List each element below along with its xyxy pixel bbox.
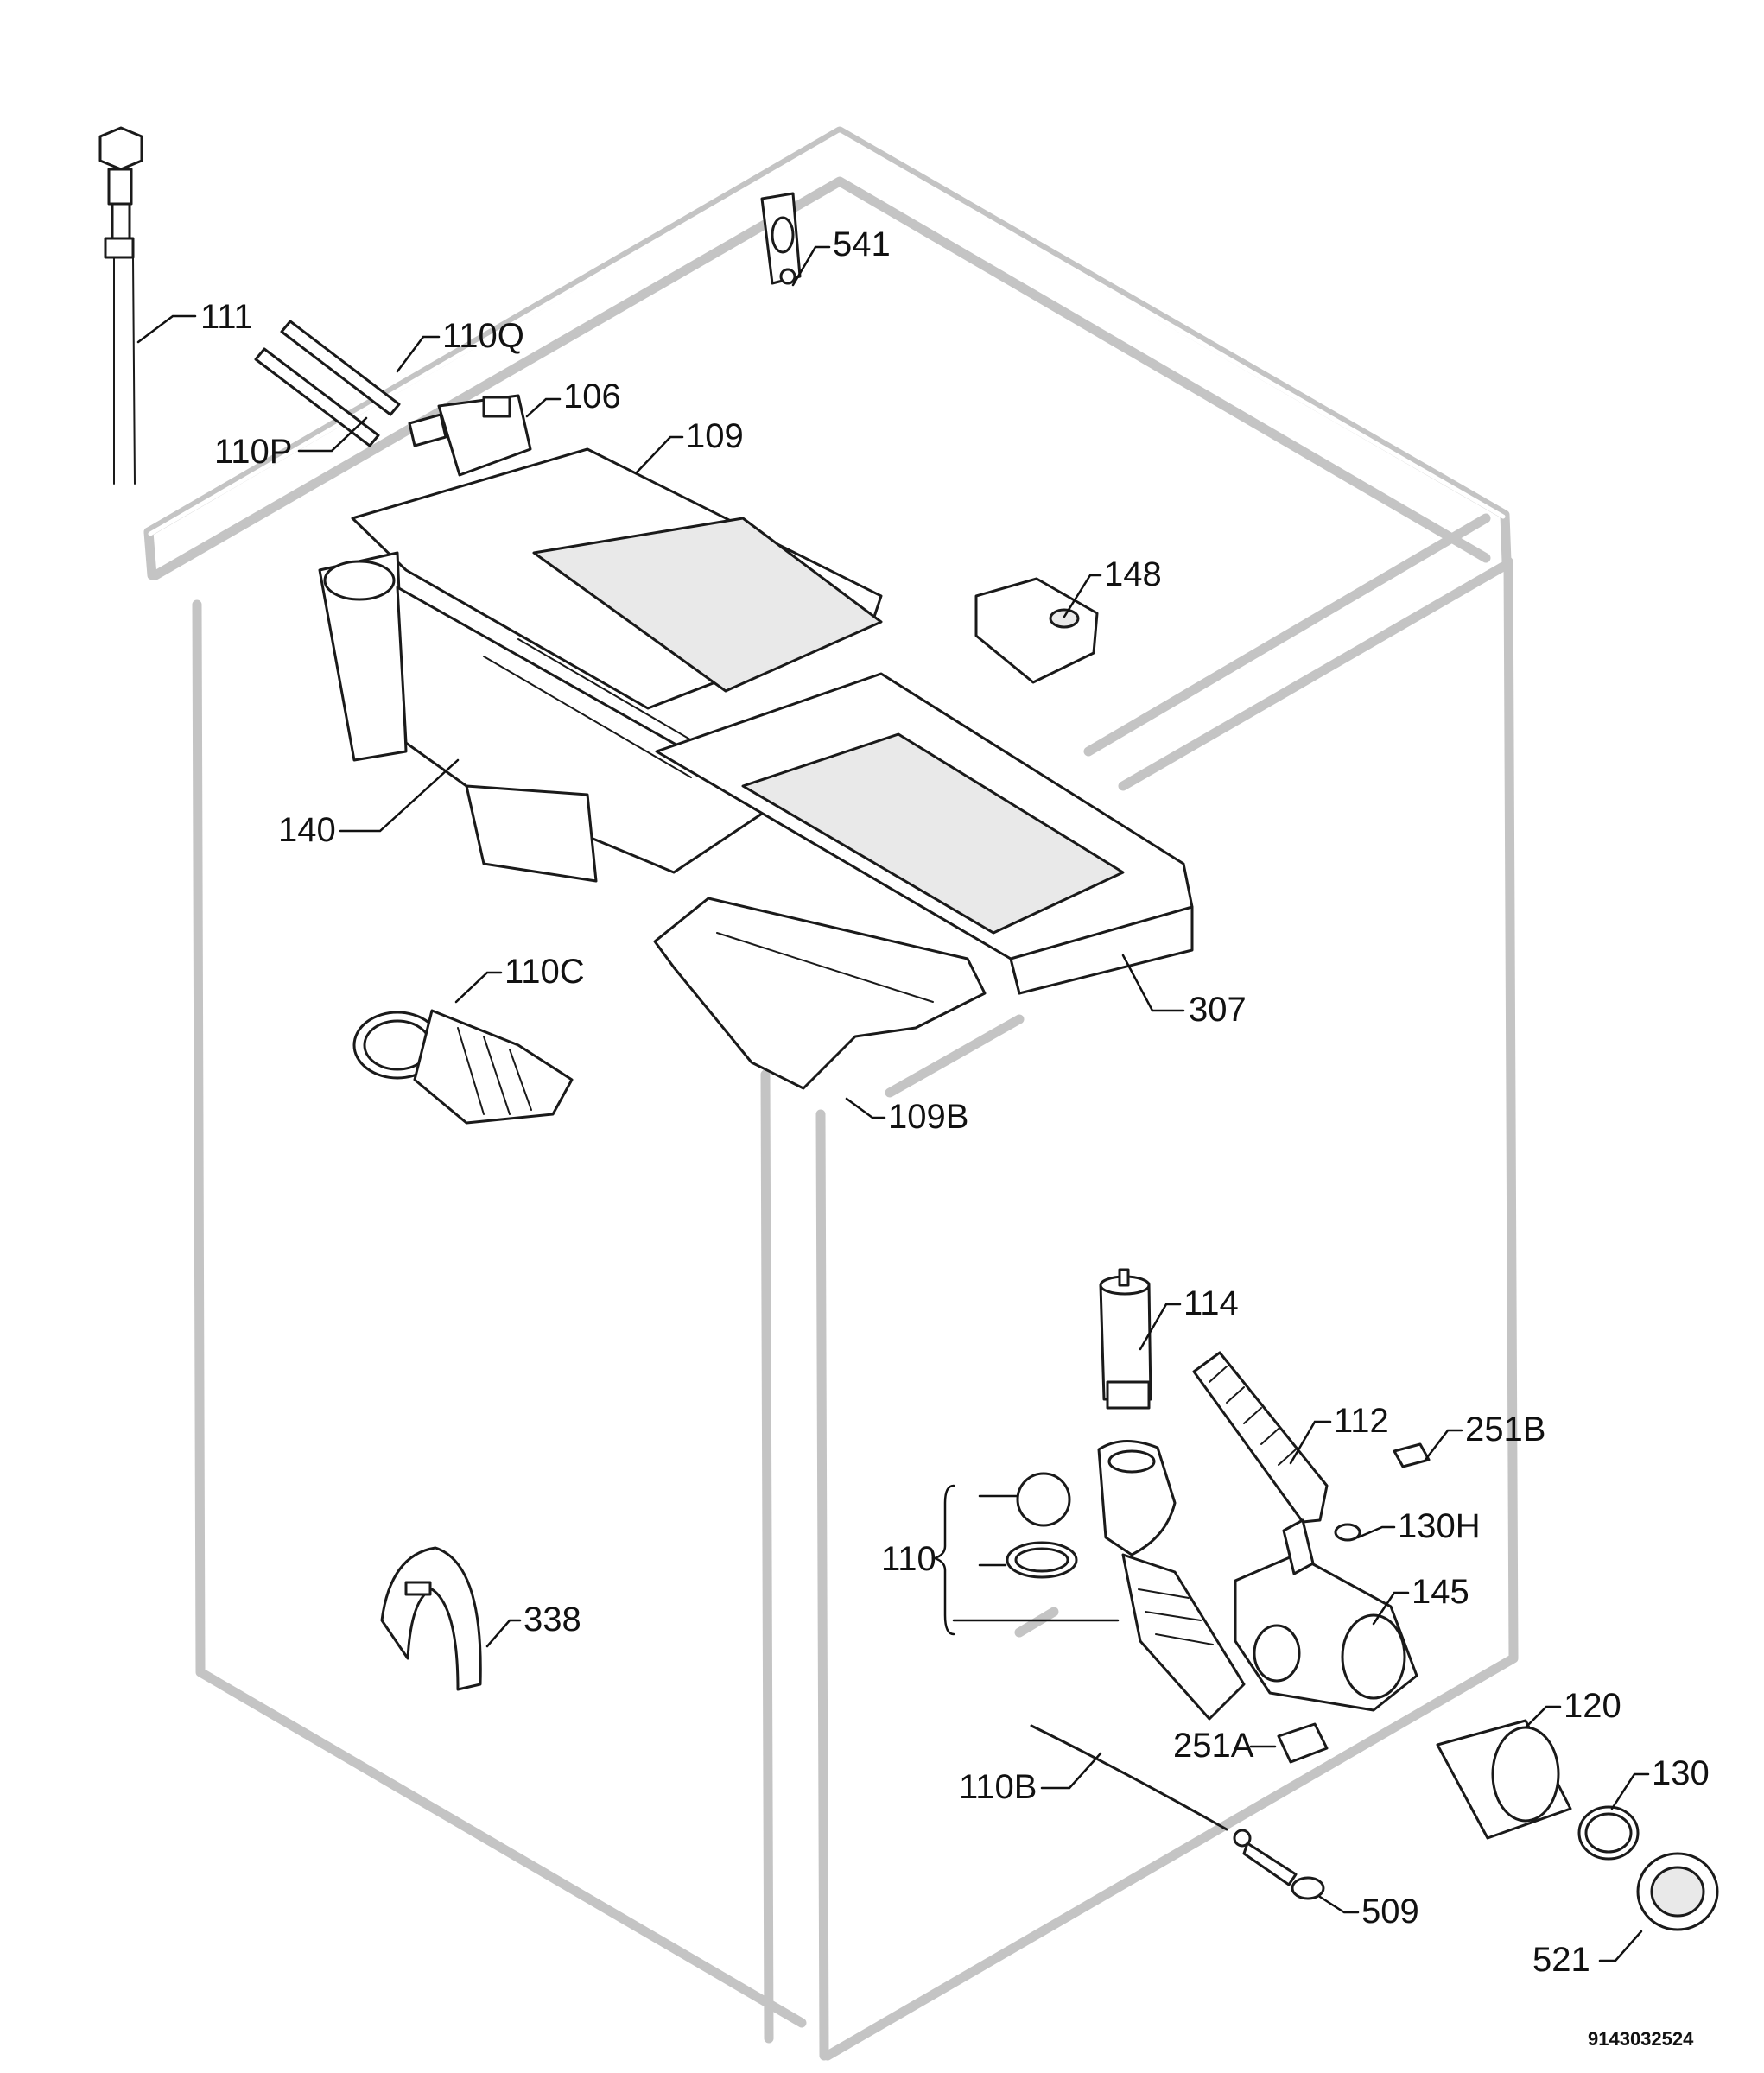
part-120-130-521-filter [1436,1719,1719,1931]
callout-110q: 110Q [442,317,524,355]
callout-110c: 110C [504,953,585,991]
part-110-sump [1006,1439,1246,1721]
callout-110: 110 [881,1540,936,1578]
part-106-valve [408,394,532,477]
callout-148: 148 [1104,555,1162,593]
callout-110p: 110P [214,433,292,471]
callout-541: 541 [833,225,891,263]
part-110q-110p-tubes [254,320,401,447]
callout-307: 307 [1189,991,1247,1029]
callout-251b: 251B [1465,1411,1545,1449]
callout-140: 140 [278,811,336,849]
callout-521: 521 [1532,1941,1590,1979]
callout-114: 114 [1183,1284,1239,1322]
document-number: 9143032524 [1588,2028,1694,2050]
part-110c-bellows [352,1009,574,1125]
callout-110b: 110B [959,1768,1037,1806]
callout-112: 112 [1334,1402,1389,1440]
part-109-140-dispenser [318,447,883,883]
part-307-drawer [655,672,1194,995]
part-114-chamber [1099,1268,1152,1410]
callout-509: 509 [1361,1892,1419,1930]
part-541-bracket [760,192,802,285]
part-111-inlet-hose [98,126,143,485]
part-148-cover [974,577,1099,684]
leader-lines [136,245,1650,1962]
callout-109b: 109B [888,1098,968,1136]
part-251b-130h-251a-small [1277,1442,1431,1764]
callout-109: 109 [686,417,744,455]
part-109b-duct [653,897,987,1090]
callout-251a: 251A [1173,1727,1254,1765]
callout-120: 120 [1564,1687,1621,1725]
callout-130: 130 [1652,1754,1710,1792]
callout-338: 338 [523,1601,581,1639]
callout-106: 106 [563,377,621,415]
part-110b-509-tube-plug [1030,1724,1325,1900]
callout-111: 111 [200,298,253,336]
callout-labels: 111 110Q 110P 106 109 541 148 140 110C 3… [200,225,1710,2050]
part-112-hose [1192,1351,1329,1524]
callout-145: 145 [1412,1573,1469,1611]
callout-130h: 130H [1398,1507,1481,1545]
part-338-clip [380,1546,482,1691]
part-145-pump [1234,1518,1418,1712]
